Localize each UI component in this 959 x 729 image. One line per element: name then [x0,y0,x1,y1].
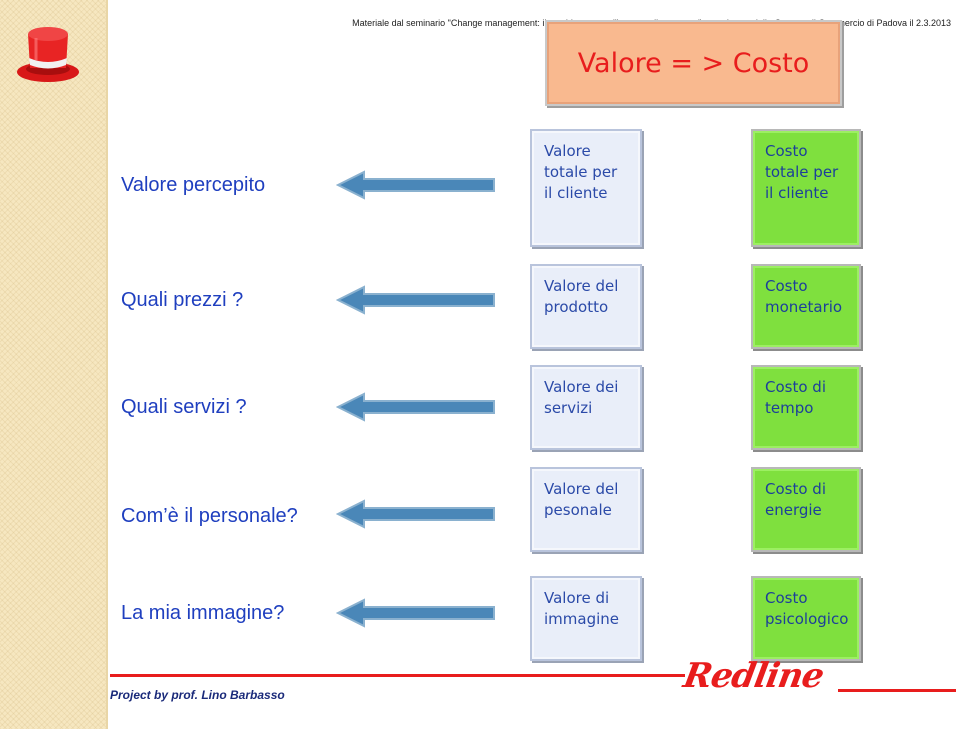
row-label: La mia immagine? [121,602,285,624]
footer-divider [838,689,956,692]
row-label: Valore percepito [121,174,266,196]
left-arrow-icon [336,598,495,628]
value-card: Valore del pesonale [530,467,642,552]
cost-card: Costo psicologico [751,576,861,661]
cost-card: Costo totale per il cliente [751,129,861,247]
row-label: Quali servizi ? [121,396,247,418]
value-card: Valore di immagine [530,576,642,661]
brand-logo: Redline [680,656,827,696]
decorative-side-strip [0,0,108,729]
left-arrow-icon [336,170,495,200]
page-title: Valore = > Costo [545,20,842,106]
value-card: Valore del prodotto [530,264,642,349]
cost-card: Costo monetario [751,264,861,349]
value-card: Valore dei servizi [530,365,642,450]
row-label: Com’è il personale? [121,505,298,527]
footer-divider [110,674,685,677]
value-card: Valore totale per il cliente [530,129,642,247]
red-top-hat-icon [17,27,79,82]
left-arrow-icon [336,285,495,315]
cost-card: Costo di tempo [751,365,861,450]
row-label: Quali prezzi ? [121,289,244,311]
left-arrow-icon [336,499,495,529]
left-arrow-icon [336,392,495,422]
cost-card: Costo di energie [751,467,861,552]
author-credit: Project by prof. Lino Barbasso [110,688,285,702]
